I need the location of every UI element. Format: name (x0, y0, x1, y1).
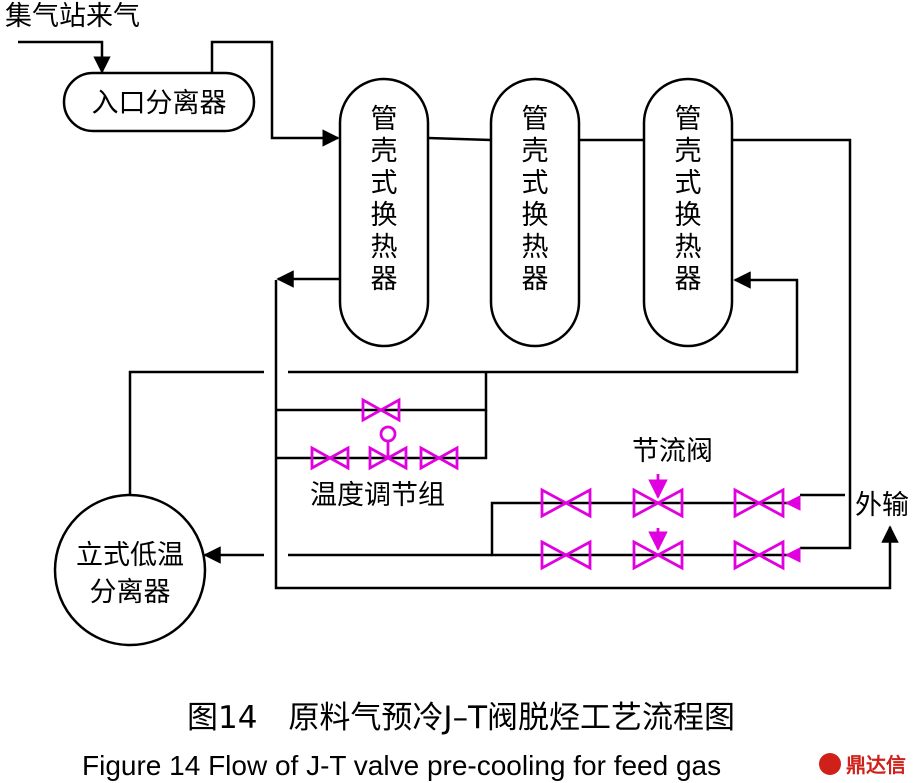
source-label: 集气站来气 (5, 1, 140, 32)
warm-return-line (128, 271, 799, 495)
heat-exchanger-1-label: 管壳式换热器 (371, 104, 398, 295)
caption-chinese: 图14 原料气预冷J–T阀脱烃工艺流程图 (187, 700, 735, 736)
heat-exchanger-2-label: 管壳式换热器 (522, 104, 549, 295)
inlet-piping (18, 40, 340, 147)
export-label: 外输 (855, 490, 909, 521)
heat-exchanger-3: 管壳式换热器 (642, 77, 734, 348)
temp-control-valve (368, 425, 408, 471)
caption-english: Figure 14 Flow of J-T valve pre-cooling … (82, 750, 721, 781)
watermark-text: 鼎达信 (846, 753, 906, 777)
lower-valve-3 (733, 539, 801, 571)
upper-valve-1 (540, 487, 592, 519)
cold-return-line (274, 270, 899, 590)
low-temp-separator-line1: 立式低温 (76, 540, 184, 571)
temp-valve-top (361, 397, 401, 423)
upper-valve-3 (733, 487, 801, 519)
temp-valve-left (310, 445, 350, 471)
lower-valve-1 (540, 539, 592, 571)
inlet-separator-label: 入口分离器 (92, 88, 227, 119)
heat-exchanger-2: 管壳式换热器 (489, 77, 581, 348)
throttle-valve-label: 节流阀 (632, 436, 713, 467)
watermark-logo: 鼎达信 (819, 753, 906, 777)
upper-throttle-valve (632, 474, 684, 519)
temp-valve-right (419, 445, 459, 471)
temp-control-group-label: 温度调节组 (310, 480, 445, 511)
throttle-section: 节流阀 (203, 436, 845, 571)
low-temp-separator: 立式低温 分离器 (53, 493, 207, 647)
heat-exchanger-1: 管壳式换热器 (338, 77, 430, 348)
temperature-control-group: 温度调节组 (276, 372, 488, 511)
low-temp-separator-line2: 分离器 (90, 577, 171, 608)
exchanger-connections (427, 136, 852, 550)
heat-exchanger-3-label: 管壳式换热器 (675, 104, 702, 295)
inlet-separator: 入口分离器 (62, 71, 256, 133)
lower-throttle-valve (632, 528, 684, 571)
